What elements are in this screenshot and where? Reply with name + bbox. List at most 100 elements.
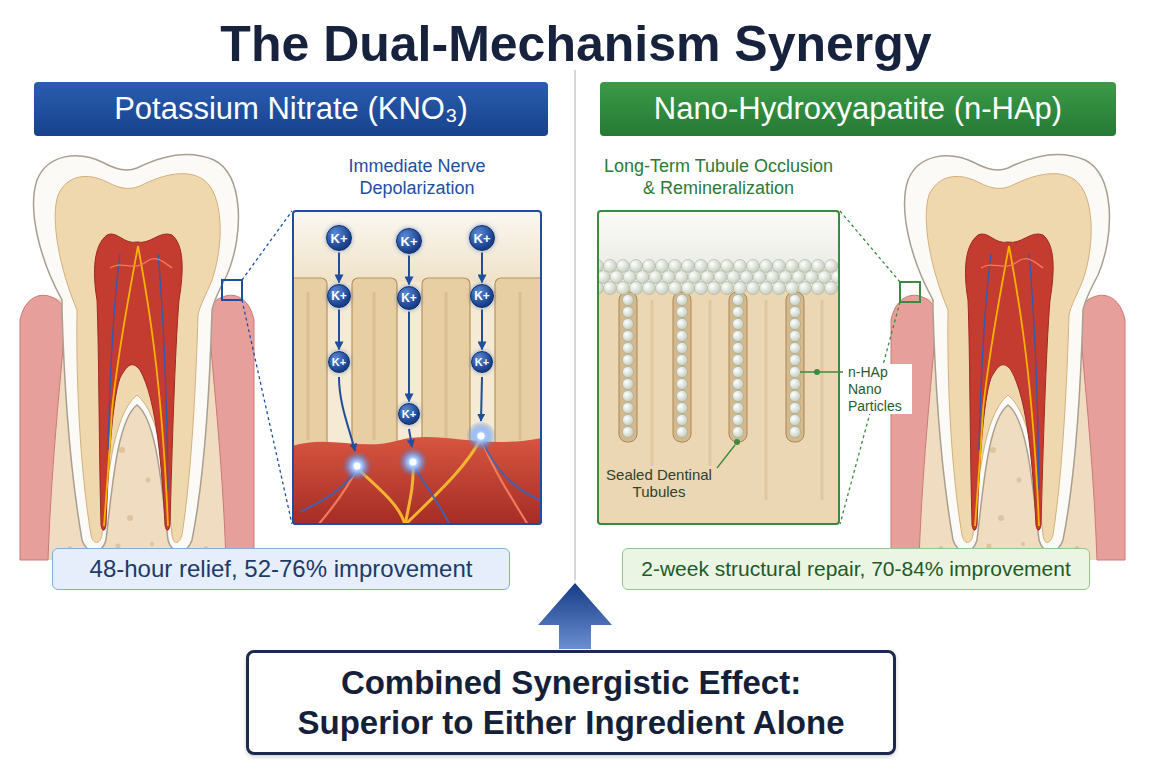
label-patch: n-HAp Nano Particles — [848, 364, 912, 414]
dentin-closeup-left — [292, 210, 542, 525]
summary-text: Combined Synergistic Effect: — [341, 663, 801, 703]
ion-circle: K+ — [326, 225, 352, 251]
dentin-closeup-right — [622, 294, 633, 437]
ion-circle: K+ — [471, 351, 493, 373]
ion-label: K+ — [332, 357, 346, 368]
zoom-marker-left — [242, 300, 292, 524]
result-box: 48-hour relief, 52-76% improvement — [52, 548, 510, 590]
ion-flow-arrow — [481, 310, 483, 350]
ion-flow-arrow — [481, 253, 483, 283]
dentin-closeup-left — [292, 210, 542, 282]
ion-circle: K+ — [397, 286, 421, 310]
ion-label: K+ — [474, 232, 491, 245]
zoom-marker-right — [840, 211, 900, 282]
dentin-closeup-left — [292, 437, 542, 525]
callout-label: n-HAp Nano Particles — [848, 364, 912, 414]
dentin-closeup-right — [765, 300, 768, 500]
leader-line — [734, 439, 740, 445]
dentin-closeup-left — [342, 451, 372, 481]
tooth-illustration-left — [20, 155, 254, 560]
callout-label: Sealed Dentinal Tubules — [603, 466, 715, 501]
diagram-title: The Dual-Mechanism Synergy — [0, 16, 1152, 74]
ion-path-arrow — [339, 377, 355, 451]
tooth-illustration-left — [20, 155, 254, 560]
dentin-closeup-left — [466, 421, 496, 451]
result-box: 2-week structural repair, 70-84% improve… — [622, 548, 1090, 590]
leader-line — [814, 369, 820, 375]
ion-circle: K+ — [328, 351, 350, 373]
tooth-illustration-right — [891, 155, 1125, 560]
synergy-arrow — [538, 583, 612, 649]
dentin-closeup-right — [597, 290, 840, 525]
tooth-illustration-right — [891, 155, 1125, 560]
zoom-marker-right — [900, 282, 920, 302]
zoom-marker-left — [222, 280, 242, 300]
ion-flow-arrow — [408, 312, 410, 402]
ion-circle: K+ — [398, 403, 420, 425]
zoom-inset: Immediate Nerve DepolarizationK+ K+ K+ K+ K+… — [292, 156, 542, 525]
title-bar: The Dual-Mechanism Synergy — [0, 16, 1152, 74]
ion-label: K+ — [475, 357, 489, 368]
dentin-closeup-right — [597, 210, 840, 525]
dentin-closeup-left — [482, 440, 540, 500]
result-text: 2-week structural repair, 70-84% improve… — [641, 556, 1071, 582]
ion-path-arrow — [409, 429, 412, 447]
ion-path-arrow — [481, 377, 482, 421]
ion-label: K+ — [402, 409, 416, 420]
ion-label: K+ — [401, 292, 417, 304]
dentin-closeup-right — [821, 300, 824, 500]
dentin-closeup-left — [292, 278, 327, 450]
inset-heading: Immediate Nerve Depolarization — [307, 156, 527, 199]
dentin-closeup-right — [597, 282, 840, 295]
ion-circle: K+ — [470, 284, 494, 308]
dentin-closeup-left — [373, 292, 376, 440]
result-text: 48-hour relief, 52-76% improvement — [90, 554, 473, 584]
dentin-closeup-left — [495, 278, 542, 450]
summary-box: Combined Synergistic Effect:Superior to … — [246, 650, 896, 755]
header-title: Potassium Nitrate (KNO₃) — [114, 90, 468, 127]
ion-flow-arrow — [338, 253, 340, 283]
leader-line — [717, 445, 735, 468]
dentin-closeup-left — [445, 292, 448, 440]
ion-label: K+ — [474, 290, 490, 302]
ion-label: K+ — [331, 290, 347, 302]
dentin-closeup-left — [354, 463, 361, 470]
dentin-closeup-left — [519, 292, 522, 440]
zoom-marker-right — [840, 211, 920, 524]
dentin-closeup-left — [478, 433, 485, 440]
dentin-closeup-right — [729, 292, 747, 442]
label-patch: Sealed Dentinal Tubules — [603, 466, 715, 501]
dentin-closeup-left — [307, 292, 310, 440]
leader-line — [800, 371, 843, 372]
inset-heading: Long-Term Tubule Occlusion & Remineraliz… — [599, 156, 839, 199]
dentin-closeup-right — [673, 292, 691, 442]
dentin-closeup-left — [352, 278, 397, 450]
dentin-closeup-right — [676, 294, 687, 437]
dentin-closeup-left — [410, 459, 417, 466]
connector-group — [339, 253, 482, 402]
ion-label: K+ — [331, 232, 348, 245]
ion-circle: K+ — [396, 228, 422, 254]
dentin-closeup-left — [422, 278, 470, 450]
dentin-closeup-right — [597, 210, 840, 525]
zoom-marker-left — [222, 211, 292, 524]
synergy-arrow — [538, 583, 612, 649]
dentin-closeup-right — [619, 292, 637, 442]
ion-flow-arrow — [408, 256, 410, 285]
header-band: Potassium Nitrate (KNO₃) — [34, 82, 548, 136]
dentin-closeup-right — [786, 292, 804, 442]
ion-circle: K+ — [327, 284, 351, 308]
leader-line — [717, 369, 843, 468]
header-title: Nano-Hydroxyapatite (n-HAp) — [654, 90, 1062, 127]
ion-path-arrow — [339, 377, 482, 451]
panel-divider — [575, 70, 576, 580]
ion-label: K+ — [401, 235, 418, 248]
dentin-closeup-left — [398, 447, 428, 477]
header-band: Nano-Hydroxyapatite (n-HAp) — [600, 82, 1116, 136]
dentin-closeup-right — [732, 294, 743, 437]
zoom-marker-left — [242, 211, 292, 280]
panel-divider — [574, 70, 576, 580]
ion-flow-arrow — [338, 310, 340, 350]
dentin-closeup-right — [789, 294, 800, 437]
